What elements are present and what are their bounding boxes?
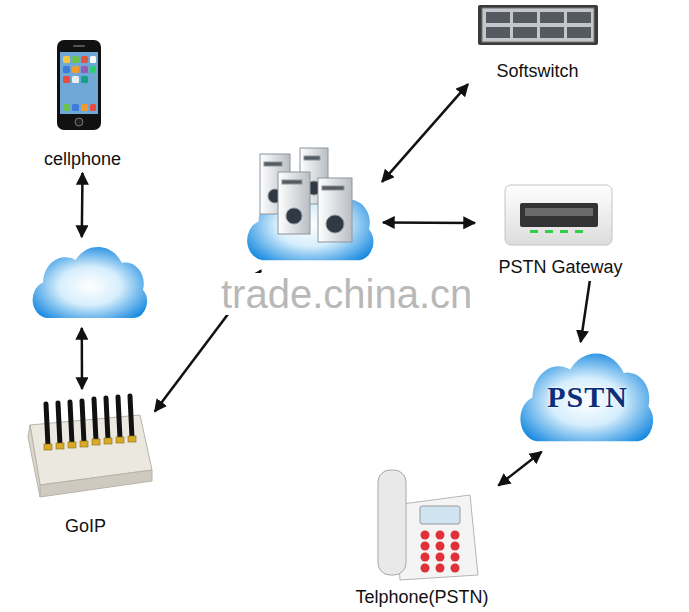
node-label: Telphone(PSTN) [353, 587, 490, 608]
device-node: Telphone(PSTN) [348, 466, 496, 608]
arrow-connector [498, 452, 541, 486]
cloud-shape [520, 353, 653, 441]
device-node: cellphone [25, 36, 140, 170]
cloud-node [242, 148, 380, 268]
device-node: Softswitch [470, 2, 605, 82]
device-node: GoIP [18, 392, 153, 537]
cloud-node: PSTN [515, 345, 660, 450]
gateway-device [505, 185, 612, 245]
watermark: trade.china.cn [218, 273, 475, 315]
node-label: Softswitch [494, 61, 580, 82]
cloud-node [28, 240, 153, 325]
rack-server [478, 5, 598, 45]
arrow-connector [581, 281, 590, 342]
cellphone-icon [57, 40, 101, 130]
arrow-connector [382, 84, 468, 182]
server-towers [260, 148, 352, 242]
node-label: PSTN [545, 380, 630, 415]
node-label: PSTN Gateway [496, 257, 624, 278]
cloud-shape [33, 247, 147, 318]
telephone-icon [378, 470, 478, 580]
device-node: PSTN Gateway [478, 183, 643, 278]
arrow-connector [81, 173, 84, 237]
arrow-connector [383, 221, 475, 224]
arrow-connector [81, 328, 84, 389]
node-label: GoIP [63, 516, 108, 537]
node-label: cellphone [42, 149, 123, 170]
goip-device [28, 396, 152, 497]
